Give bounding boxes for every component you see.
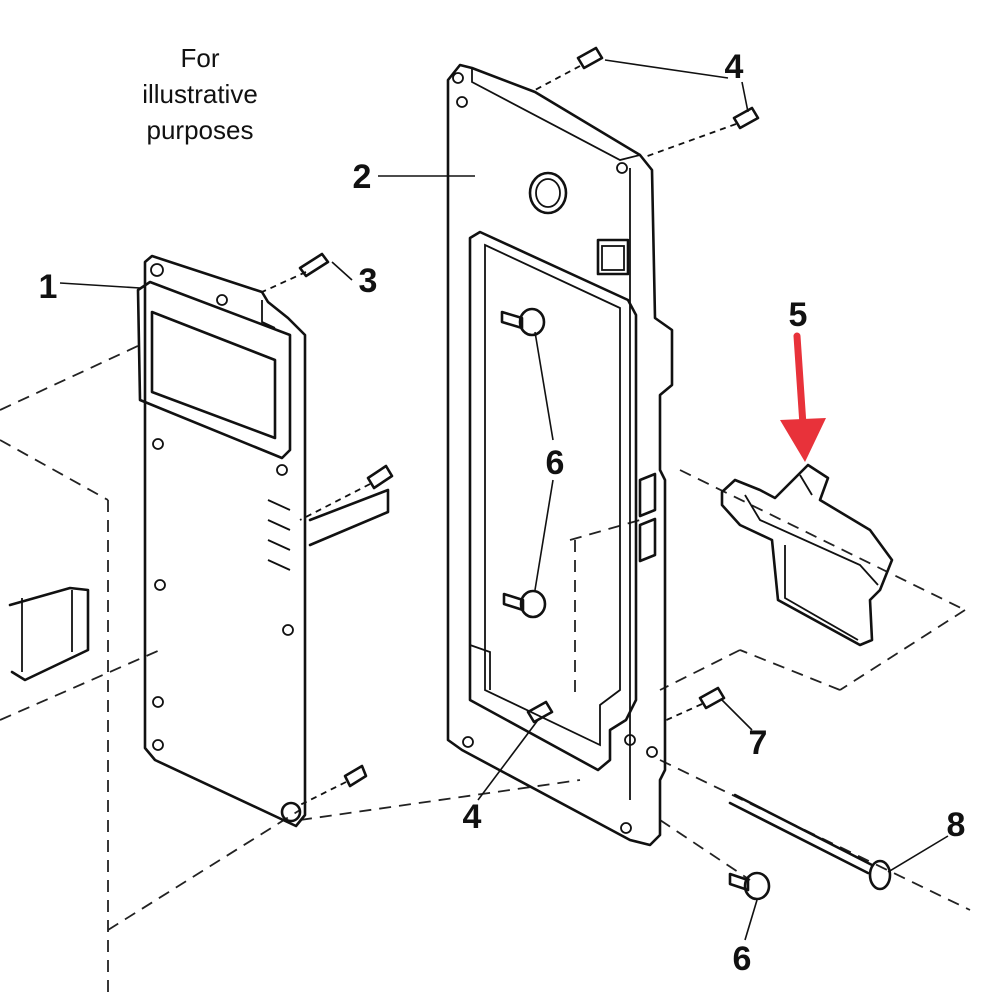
callout-1: 1	[39, 268, 58, 306]
screw-4-top-right	[641, 106, 760, 159]
screw-6-lower	[502, 589, 547, 619]
screw-panel-bottom	[299, 764, 368, 806]
housing-dashed-outline	[0, 344, 971, 1000]
caption-line-2: illustrative	[142, 79, 258, 109]
part-5-bracket	[720, 463, 894, 647]
screw-6-upper	[500, 307, 546, 337]
part-1-control-panel	[136, 254, 307, 828]
callout-7: 7	[749, 724, 768, 762]
screw-3	[261, 252, 330, 293]
leader-lines	[59, 59, 949, 941]
illustrative-caption: For illustrative purposes	[100, 40, 300, 148]
part-8-shaft	[728, 793, 892, 891]
callout-4-bottom: 4	[463, 798, 482, 836]
highlight-arrow	[780, 332, 826, 462]
part-2-support-plate	[446, 63, 674, 847]
callout-6-bottom: 6	[733, 940, 752, 978]
screw-panel-mid	[299, 464, 394, 547]
callout-8: 8	[947, 806, 966, 844]
screw-7	[661, 686, 726, 723]
left-side-bracket	[8, 586, 90, 682]
caption-line-3: purposes	[146, 115, 254, 145]
callout-4-top: 4	[725, 48, 744, 86]
screw-4-top-left	[534, 46, 604, 91]
caption-line-1: For	[180, 43, 220, 73]
callout-3: 3	[359, 262, 378, 300]
screw-4-bottom	[526, 700, 554, 724]
callout-2: 2	[353, 158, 372, 196]
screw-6-bottom	[728, 871, 771, 901]
callout-5: 5	[789, 296, 808, 334]
callout-6-middle: 6	[546, 444, 565, 482]
